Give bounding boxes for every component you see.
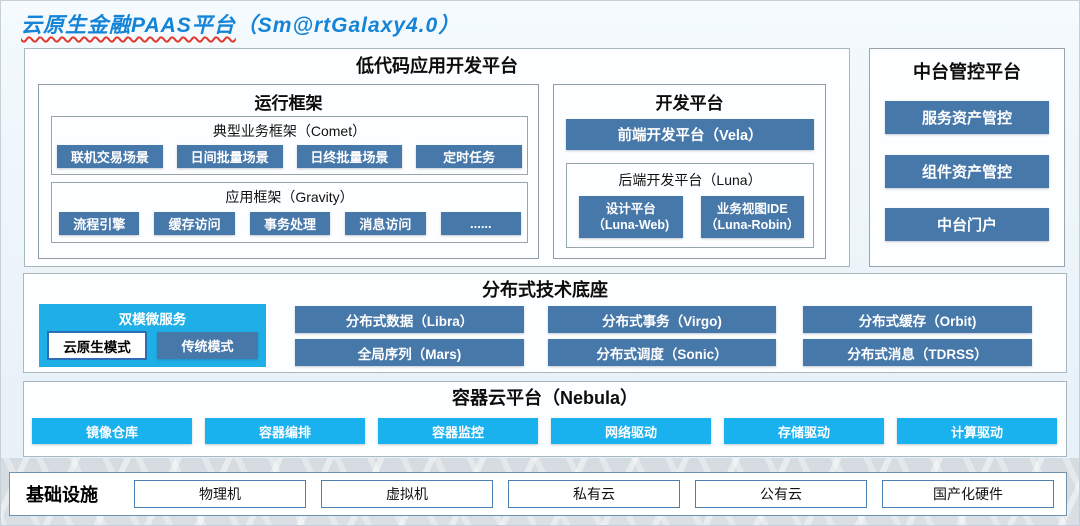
chip-private-cloud: 私有云 <box>508 480 680 508</box>
chip-global-sequence-mars: 全局序列（Mars) <box>295 339 524 366</box>
chip-storage-driver: 存储驱动 <box>724 418 884 444</box>
distributed-base-title: 分布式技术底座 <box>482 280 608 300</box>
chip-message-access: 消息访问 <box>345 212 426 235</box>
container-cloud-title: 容器云平台（Nebula） <box>451 388 638 408</box>
chip-container-orchestration: 容器编排 <box>205 418 365 444</box>
container-cloud-box: 容器云平台（Nebula） <box>23 381 1067 457</box>
chip-process-engine: 流程引擎 <box>59 212 140 235</box>
comet-framework-label: 典型业务框架（Comet） <box>212 123 367 139</box>
chip-cache-access: 缓存访问 <box>154 212 235 235</box>
comet-buttons-row: 联机交易场景 日间批量场景 日终批量场景 定时任务 <box>57 145 522 168</box>
infrastructure-box: 基础设施 物理机 虚拟机 私有云 公有云 国产化硬件 <box>9 472 1067 516</box>
dual-mode-label: 双模微服务 <box>118 312 187 327</box>
dev-platform-title: 开发平台 <box>655 94 724 113</box>
chip-endofday-batch: 日终批量场景 <box>296 145 403 168</box>
chip-container-monitoring: 容器监控 <box>378 418 538 444</box>
dual-mode-microservice-box: 双模微服务 云原生模式 传统模式 <box>39 304 266 367</box>
chip-luna-robin-line1: 业务视图IDE <box>716 201 788 216</box>
dev-platform-box: 开发平台 <box>553 84 826 259</box>
chip-transaction-processing: 事务处理 <box>249 212 331 235</box>
page-title-en: （Sm@rtGalaxy4.0） <box>235 14 461 37</box>
chip-virtual-machine: 虚拟机 <box>321 480 493 508</box>
chip-distributed-cache-orbit: 分布式缓存（Orbit) <box>803 306 1032 333</box>
chip-luna-robin: 业务视图IDE （Luna-Robin） <box>700 196 804 238</box>
mid-platform-title: 中台管控平台 <box>913 62 1021 82</box>
runtime-framework-title: 运行框架 <box>254 94 323 113</box>
chip-compute-driver: 计算驱动 <box>897 418 1057 444</box>
chip-scheduled-task: 定时任务 <box>416 145 522 168</box>
chip-public-cloud: 公有云 <box>695 480 867 508</box>
chip-luna-robin-line2: （Luna-Robin） <box>705 218 800 232</box>
page-title-cn: 云原生金融PAAS平台 <box>21 14 236 37</box>
chip-luna-web: 设计平台 （Luna-Web) <box>579 196 683 238</box>
chip-component-asset-mgmt: 组件资产管控 <box>885 155 1049 188</box>
chip-physical-machine: 物理机 <box>134 480 306 508</box>
chip-cloud-native-mode: 云原生模式 <box>47 331 147 360</box>
chip-domestic-hardware: 国产化硬件 <box>882 480 1054 508</box>
chip-daytime-batch: 日间批量场景 <box>176 145 283 168</box>
chip-mid-platform-portal: 中台门户 <box>885 208 1049 241</box>
runtime-framework-box: 运行框架 <box>38 84 539 259</box>
page-title: 云原生金融PAAS平台（Sm@rtGalaxy4.0） <box>21 9 460 39</box>
chip-traditional-mode: 传统模式 <box>157 332 258 359</box>
infrastructure-title: 基础设施 <box>26 485 98 505</box>
container-cloud-buttons-row: 镜像仓库 容器编排 容器监控 网络驱动 存储驱动 计算驱动 <box>32 418 1057 444</box>
gravity-buttons-row: 流程引擎 缓存访问 事务处理 消息访问 ...... <box>59 212 522 235</box>
luna-backend-label: 后端开发平台（Luna） <box>618 172 762 188</box>
chip-distributed-scheduler-sonic: 分布式调度（Sonic） <box>548 339 776 366</box>
chip-image-registry: 镜像仓库 <box>32 418 192 444</box>
chip-ellipsis: ...... <box>440 212 522 235</box>
infrastructure-items-row: 物理机 虚拟机 私有云 公有云 国产化硬件 <box>134 480 1054 508</box>
gravity-framework-label: 应用框架（Gravity） <box>225 189 354 205</box>
chip-luna-web-line1: 设计平台 <box>605 201 656 216</box>
gravity-framework-box: 应用框架（Gravity） <box>51 182 528 243</box>
chip-online-trading: 联机交易场景 <box>57 145 163 168</box>
chip-distributed-data-libra: 分布式数据（Libra） <box>295 306 524 333</box>
chip-distributed-transaction-virgo: 分布式事务（Virgo) <box>548 306 776 333</box>
chip-luna-web-line2: （Luna-Web) <box>592 218 670 232</box>
chip-network-driver: 网络驱动 <box>551 418 711 444</box>
luna-backend-box: 后端开发平台（Luna） <box>566 163 814 248</box>
low-code-platform-title: 低代码应用开发平台 <box>356 56 518 76</box>
chip-distributed-message-tdrss: 分布式消息（TDRSS） <box>803 339 1032 366</box>
luna-buttons-row: 设计平台 （Luna-Web) 业务视图IDE （Luna-Robin） <box>579 196 804 238</box>
comet-framework-box: 典型业务框架（Comet） <box>51 116 528 175</box>
chip-service-asset-mgmt: 服务资产管控 <box>885 101 1049 134</box>
chip-vela-frontend: 前端开发平台（Vela） <box>566 119 814 150</box>
